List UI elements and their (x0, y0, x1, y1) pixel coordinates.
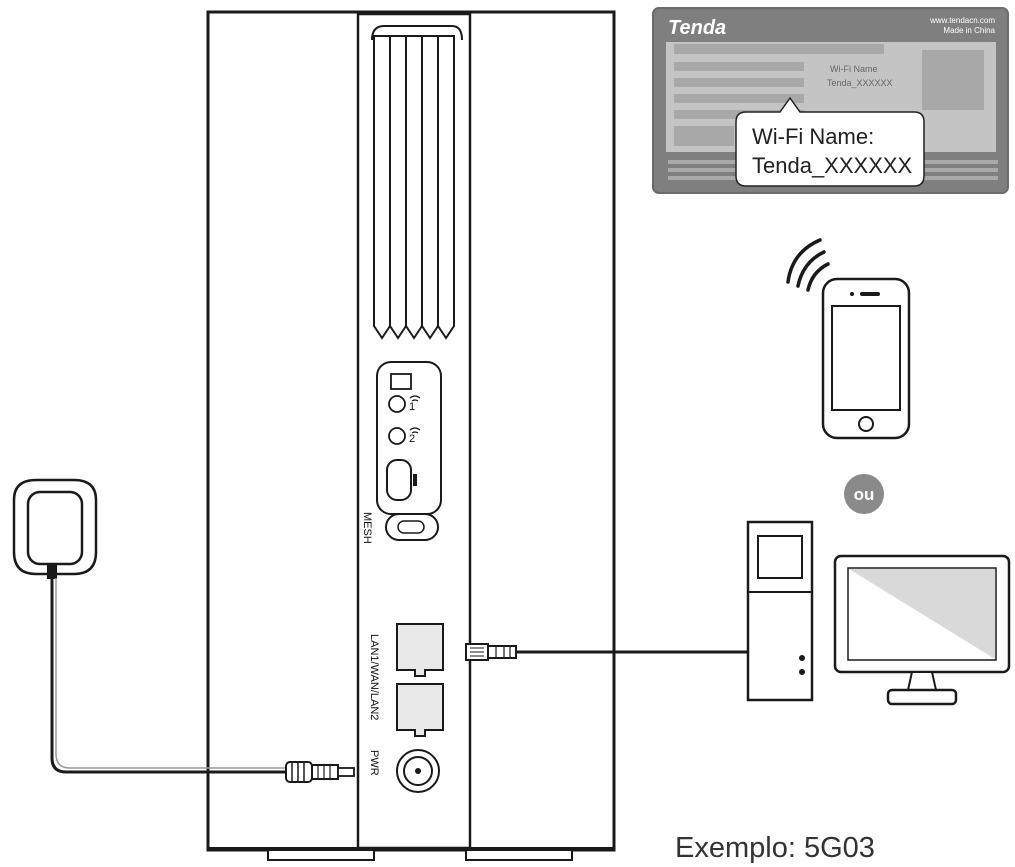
wifi-arc (786, 238, 822, 284)
label-website: www.tendacn.com (929, 16, 995, 25)
label-bar (674, 126, 734, 146)
barrel-plug-boot (285, 761, 313, 783)
reset-button[interactable] (390, 373, 412, 390)
barrel-plug-sleeve (311, 764, 339, 780)
adapter-body (26, 490, 84, 566)
phone-camera (850, 292, 854, 296)
ethernet-plug-icon (465, 643, 748, 661)
mesh-label: MESH (361, 512, 373, 544)
label-origin: Made in China (943, 26, 995, 35)
port-label: LAN1/WAN/LAN2 (368, 634, 380, 720)
phone-icon (821, 277, 911, 440)
label-bar (674, 78, 804, 87)
barrel-plug-tip (337, 767, 355, 777)
label-bar (674, 94, 804, 103)
phone-screen (831, 305, 901, 411)
vent-frame (371, 25, 463, 41)
usb-c-port[interactable] (386, 459, 412, 501)
wifi-small-icon (409, 427, 421, 434)
wifi-arc (806, 262, 830, 292)
vent-slot (405, 35, 423, 340)
label-small-wifi-value: Tenda_XXXXXX (827, 78, 893, 88)
wifi-arc (796, 250, 826, 288)
power-label: PWR (368, 750, 380, 776)
adapter-cable-stem (47, 564, 57, 579)
phone-home-button (858, 416, 874, 432)
mesh-button-inner (397, 520, 425, 534)
callout-line-2: Tenda_XXXXXX (752, 153, 913, 178)
wifi-name-callout (735, 96, 925, 187)
sim-slot-2-mark: 2 (409, 433, 415, 445)
router-foot (267, 849, 375, 861)
vent-slot (437, 35, 455, 340)
power-jack-pin (415, 768, 421, 774)
label-qr-block (922, 50, 984, 110)
computer-icon (746, 520, 1011, 706)
phone-speaker (860, 292, 880, 296)
monitor-base (886, 688, 958, 706)
power-adapter-icon (12, 478, 355, 783)
vent-slot (421, 35, 439, 340)
router-icon: 1 2 MESH LAN1/WAN/LAN2 PWR (206, 10, 616, 861)
usb-c-port-inner (413, 474, 417, 486)
lan2-port[interactable] (396, 683, 444, 737)
monitor-screen-shade (849, 569, 995, 659)
wifi-small-icon (409, 395, 421, 402)
label-bar (674, 62, 804, 71)
router-vents (371, 25, 463, 340)
diagram-caption: Exemplo: 5G03 (675, 832, 875, 864)
or-badge-circle (844, 474, 884, 514)
router-foot (465, 849, 573, 861)
callout-line-1: Wi-Fi Name: (752, 124, 874, 149)
label-brand: Tenda (668, 17, 726, 39)
sim-slot-1-button[interactable] (388, 395, 406, 413)
sim-slot-2-button[interactable] (388, 427, 406, 445)
router-label-card: Tenda www.tendacn.com Made in China Wi-F… (652, 7, 1009, 194)
label-small-wifi-title: Wi-Fi Name (830, 64, 878, 74)
vent-slot (373, 35, 391, 340)
pc-led (799, 655, 805, 661)
monitor-stand (906, 671, 938, 691)
lan1-wan-port[interactable] (396, 623, 444, 677)
rj45-boot (487, 645, 517, 659)
power-cable-shadow (55, 578, 286, 769)
pc-led (799, 669, 805, 675)
label-bar (674, 44, 884, 54)
wifi-signal-icon (786, 238, 830, 292)
power-cable (50, 578, 286, 774)
sim-slot-1-mark: 1 (409, 401, 415, 413)
or-badge: ou (844, 474, 884, 514)
vent-slot (389, 35, 407, 340)
pc-drive-bay (757, 535, 803, 579)
or-badge-text: ou (854, 485, 875, 504)
